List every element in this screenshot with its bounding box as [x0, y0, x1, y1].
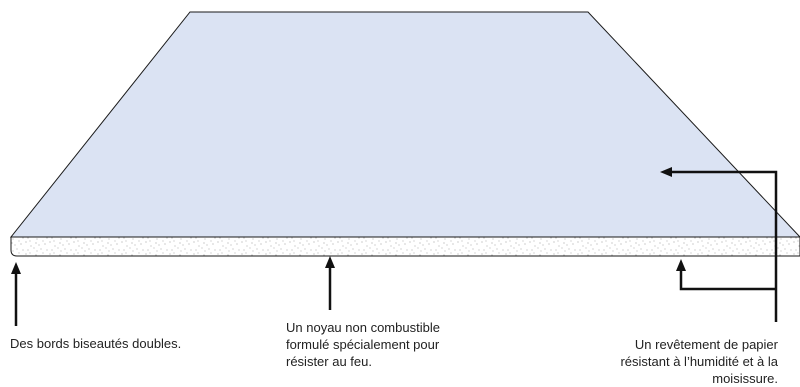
- edges-label: Des bords biseautés doubles.: [10, 336, 182, 351]
- core-arrow: [325, 256, 335, 310]
- edges-arrow: [11, 262, 21, 326]
- paper-label: Un revêtement de papier résistant à l’hu…: [620, 337, 778, 386]
- board-core-edge: [10, 236, 800, 257]
- board-top-face: [9, 11, 800, 238]
- core-label: Un noyau non combustible formulé spécial…: [286, 320, 440, 369]
- paper-arrow: [660, 167, 778, 322]
